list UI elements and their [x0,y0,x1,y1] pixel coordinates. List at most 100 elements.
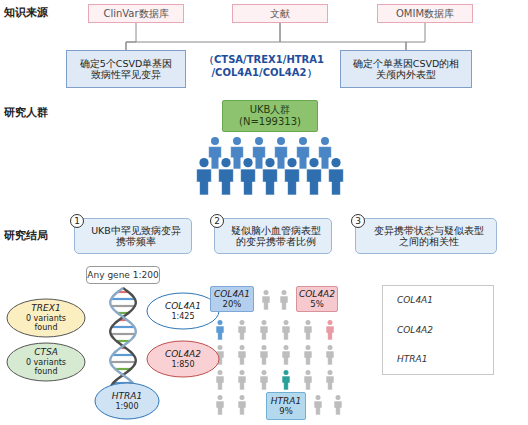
connector-line [126,23,280,50]
node-text: UKB中罕见致病变异携带频率 [89,225,183,248]
ellipse-shape [7,343,85,381]
person-icon [260,345,268,365]
person-icon [326,320,334,340]
person-icon [209,137,222,169]
person-icon [197,158,212,195]
node-text: 0 variants found [15,358,77,377]
cohort-box: UKB人群 (N=199313) [222,100,318,132]
person-head [240,370,245,375]
person-head [299,137,307,145]
person-head [328,370,333,375]
person-icon [307,158,322,195]
node-text: HTRA1 [271,396,301,407]
person-head [218,345,223,350]
person-head [284,320,289,325]
person-head [309,158,318,167]
person-head [328,345,333,350]
ellipse-shape [147,341,219,377]
person-body [307,169,322,195]
proportion-tag: COL4A120% [210,286,254,312]
person-icon [285,158,300,195]
person-body [275,147,288,169]
person-head [284,345,289,350]
person-body [263,169,278,195]
person-head [264,290,269,295]
ellipse-outline [146,292,220,330]
person-icon [329,158,344,195]
person-body [197,169,212,195]
person-body [314,401,322,415]
person-body [304,351,312,365]
process-box: 确定5个CSVD单基因致病性罕见变异 [66,50,186,88]
ellipse-shape [147,293,219,329]
node-text: COL4A1 [165,301,201,312]
node-text: 疑似脑小血管病表型的变异携带者比例 [229,225,323,248]
person-icon [260,370,268,390]
node-text: COL4A2 [165,349,201,360]
person-head [321,137,329,145]
person-head [240,320,245,325]
person-icon [282,320,290,340]
outcome-box: 3变异携带状态与疑似表型之间的相关性 [355,218,497,254]
person-icon [238,395,246,415]
person-body [209,147,222,169]
people-grid [216,290,342,415]
association-table: COL4A1COL4A2HTRA1 [382,285,494,375]
node-text: COL4A2 [299,289,335,300]
person-body [238,326,246,340]
person-head [284,370,289,375]
section-label: 研究结局 [4,229,64,243]
person-head [328,320,333,325]
node-text: UKB人群 (N=199313) [237,104,303,128]
gene-list-note: （CTSA/TREX1/HTRA1 /COL4A1/COL4A2） [190,54,338,79]
base-pair [111,298,135,300]
proportion-tag: HTRA19% [266,392,306,420]
person-body [260,326,268,340]
person-icon [241,158,256,195]
connector-line [406,23,425,50]
node-text: 确定个单基因CSVD的相关颅内外表型 [349,58,463,81]
node-text: Any gene 1:200 [87,270,158,281]
person-icon [238,345,246,365]
ellipse-outline [94,382,160,420]
node-text: HTRA1 [397,354,427,365]
node-text: 1:425 [171,312,194,322]
person-head [255,137,263,145]
person-icon [275,137,288,169]
node-text: 0 variants found [15,314,77,333]
person-body [231,147,244,169]
person-head [262,370,267,375]
person-body [280,296,288,310]
person-body [326,351,334,365]
person-body [238,401,246,415]
person-icon [231,137,244,169]
person-icon [216,320,224,340]
person-icon [297,137,310,169]
connector-line [126,23,136,50]
person-icon [304,320,312,340]
person-head [282,290,287,295]
person-body [326,326,334,340]
person-icon [216,370,224,390]
person-head [262,320,267,325]
gene-ellipse: COL4A21:850 [146,340,220,378]
connector-line [280,23,406,50]
person-body [238,351,246,365]
person-icon [304,370,312,390]
person-body [304,376,312,390]
person-body [260,376,268,390]
node-text: 20% [223,299,242,309]
source-box: OMIM数据库 [377,4,473,23]
person-head [221,158,230,167]
person-icon [314,395,322,415]
person-head [306,370,311,375]
callout-number: 2 [210,214,224,228]
base-pair [110,361,136,363]
base-pair [112,326,135,328]
node-text: CTSA [34,347,58,358]
gene-ellipse: CTSA0 variants found [6,342,86,382]
person-icon [282,345,290,365]
person-icon [260,320,268,340]
person-head [277,137,285,145]
